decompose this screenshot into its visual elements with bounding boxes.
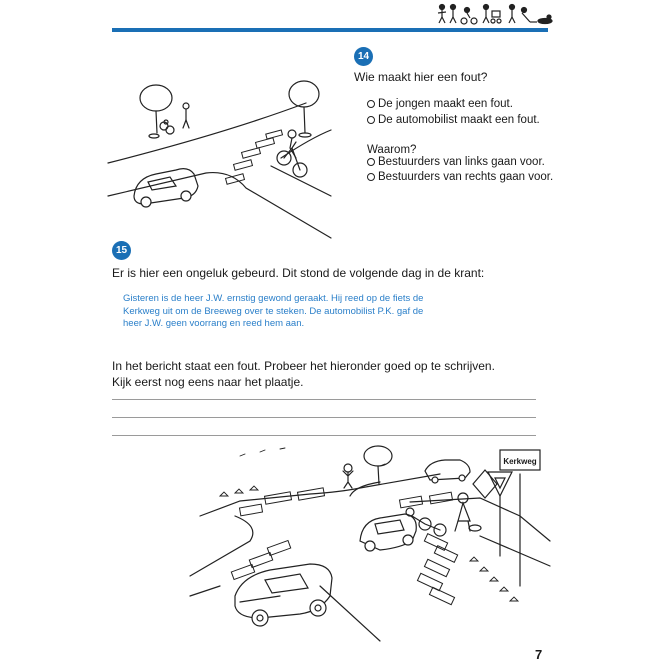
newspaper-line: heer J.W. geen voorrang en reed hem aan. [123, 318, 305, 329]
radio-button[interactable] [367, 100, 375, 108]
street-sign-kerkweg: Kerkweg [503, 456, 537, 466]
answer-line-3[interactable] [112, 435, 536, 436]
question-15-instruction: In het bericht staat een fout. Probeer h… [112, 358, 495, 390]
radio-button[interactable] [367, 158, 375, 166]
question-14-why: Waarom? [367, 144, 417, 156]
q14-option-1[interactable]: De jongen maakt een fout. [367, 97, 513, 111]
header-rule [112, 28, 548, 32]
q14-why-option-2-label: Bestuurders van rechts gaan voor. [378, 171, 554, 183]
instruction-line: Kijk eerst nog eens naar het plaatje. [112, 375, 304, 389]
q14-why-option-1[interactable]: Bestuurders van links gaan voor. [367, 155, 545, 169]
instruction-line: In het bericht staat een fout. Probeer h… [112, 359, 495, 373]
q14-why-option-2[interactable]: Bestuurders van rechts gaan voor. [367, 170, 553, 184]
q14-option-1-label: De jongen maakt een fout. [378, 98, 513, 110]
radio-button[interactable] [367, 116, 375, 124]
question-14-badge: 14 [354, 47, 373, 66]
question-15-badge: 15 [112, 241, 131, 260]
q14-option-2-label: De automobilist maakt een fout. [378, 114, 540, 126]
page-number: 7 [535, 647, 543, 662]
q14-option-2[interactable]: De automobilist maakt een fout. [367, 113, 540, 127]
header-figures-icon [437, 3, 553, 25]
question-14-text: Wie maakt hier een fout? [354, 70, 488, 84]
newspaper-line: Gisteren is de heer J.W. ernstig gewond … [123, 293, 424, 304]
accident-illustration-15 [189, 445, 551, 642]
q14-why-option-1-label: Bestuurders van links gaan voor. [378, 156, 545, 168]
question-15-intro: Er is hier een ongeluk gebeurd. Dit ston… [112, 266, 485, 280]
newspaper-clipping: Gisteren is de heer J.W. ernstig gewond … [123, 293, 443, 331]
crossroad-illustration-14 [107, 80, 332, 239]
radio-button[interactable] [367, 173, 375, 181]
answer-line-2[interactable] [112, 417, 536, 418]
answer-line-1[interactable] [112, 399, 536, 400]
newspaper-line: Kerkweg uit om de Breeweg over te steken… [123, 305, 424, 317]
